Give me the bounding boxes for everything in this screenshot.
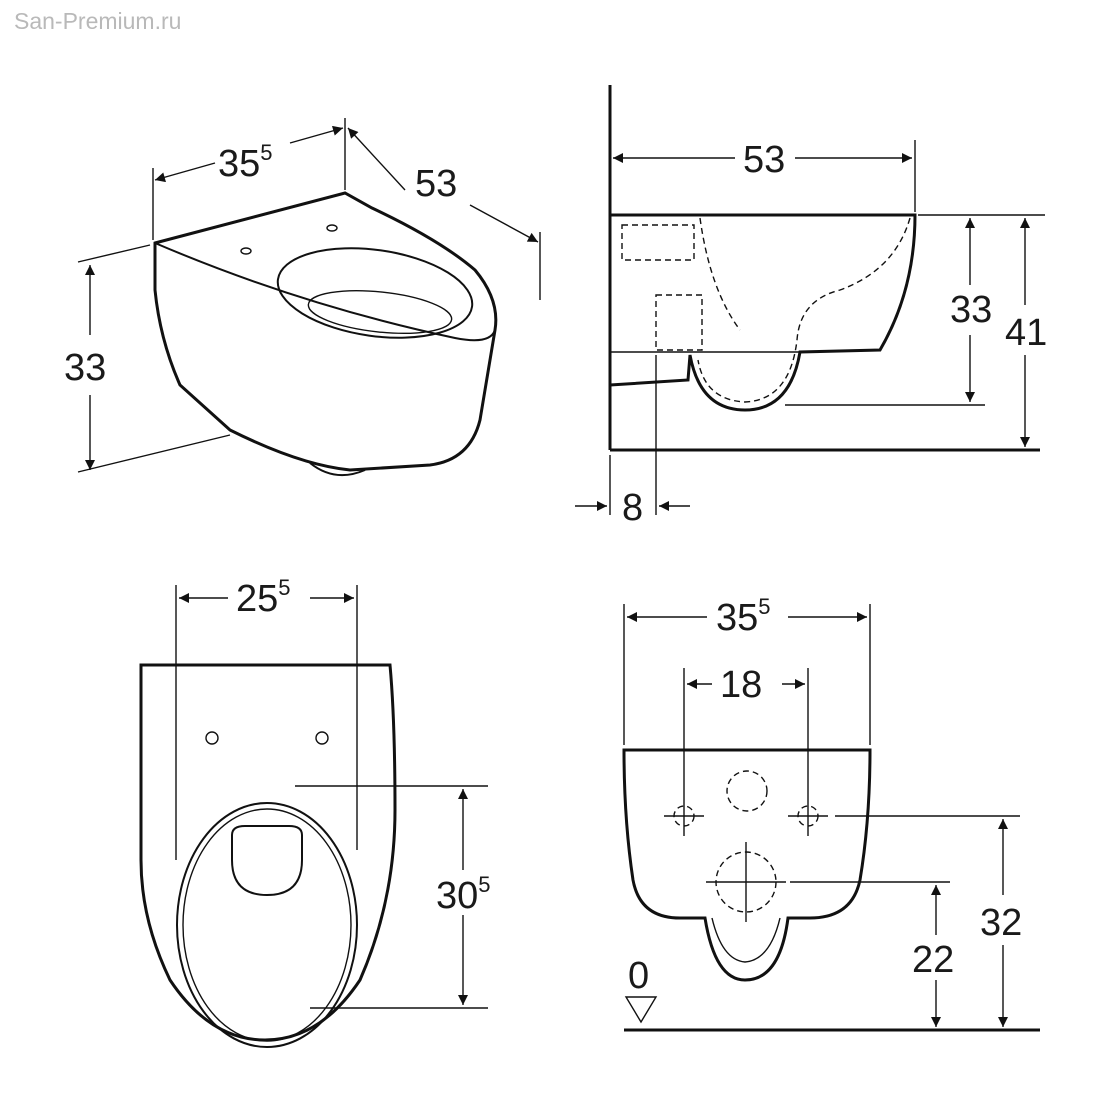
iso-depth-arrow-right <box>469 204 539 243</box>
side-bowl-outline <box>609 213 917 412</box>
top-seat-ring <box>176 802 358 1048</box>
iso-depth-label: 53 <box>415 163 457 205</box>
iso-height-label: 33 <box>64 347 106 389</box>
rear-bolt-spacing-label: 18 <box>720 664 762 706</box>
top-width-label: 255 <box>236 575 291 620</box>
rear-floor-label: 0 <box>628 955 649 997</box>
iso-width-label: 355 <box>218 140 273 185</box>
rear-bolt-height-label: 32 <box>980 902 1022 944</box>
iso-hole-left <box>240 247 252 255</box>
iso-height-ext-bottom <box>77 434 231 473</box>
side-offset-label: 8 <box>622 487 643 529</box>
iso-hole-right <box>326 224 338 232</box>
side-total-height-label: 41 <box>1005 312 1047 354</box>
rear-view: 0 355 18 22 32 <box>622 594 1040 1032</box>
rear-width-label: 355 <box>716 594 771 639</box>
iso-view: 355 53 33 <box>64 118 541 477</box>
rear-flush-inlet <box>726 770 768 812</box>
side-view: 53 33 41 8 <box>575 85 1047 529</box>
rear-trap <box>711 917 781 963</box>
side-inner-bowl <box>697 217 911 403</box>
top-seat-inner <box>182 808 352 1042</box>
iso-foot <box>309 462 366 477</box>
side-inlet <box>621 224 695 261</box>
top-opening-label: 305 <box>436 872 491 917</box>
top-bowl-opening <box>231 825 303 897</box>
iso-width-arrow-right <box>289 125 344 144</box>
side-depth-label: 53 <box>743 139 785 181</box>
watermark-text: San-Premium.ru <box>14 8 182 34</box>
top-hole-right <box>315 731 329 745</box>
rear-inlet-height-label: 22 <box>912 939 954 981</box>
iso-bowl-opening <box>307 290 453 334</box>
iso-rim-edge <box>154 242 496 342</box>
side-bowl-height-label: 33 <box>950 289 992 331</box>
rear-outline <box>622 748 872 982</box>
iso-height-ext-top <box>77 244 151 263</box>
top-hole-left <box>205 731 219 745</box>
side-outlet <box>655 294 703 351</box>
iso-seat-ring <box>276 247 474 339</box>
iso-top-outline <box>153 191 498 472</box>
rear-floor-marker <box>624 996 658 1024</box>
iso-depth-arrow-left <box>347 127 406 191</box>
top-view: 255 305 <box>139 575 491 1048</box>
iso-width-arrow-left <box>154 162 216 183</box>
